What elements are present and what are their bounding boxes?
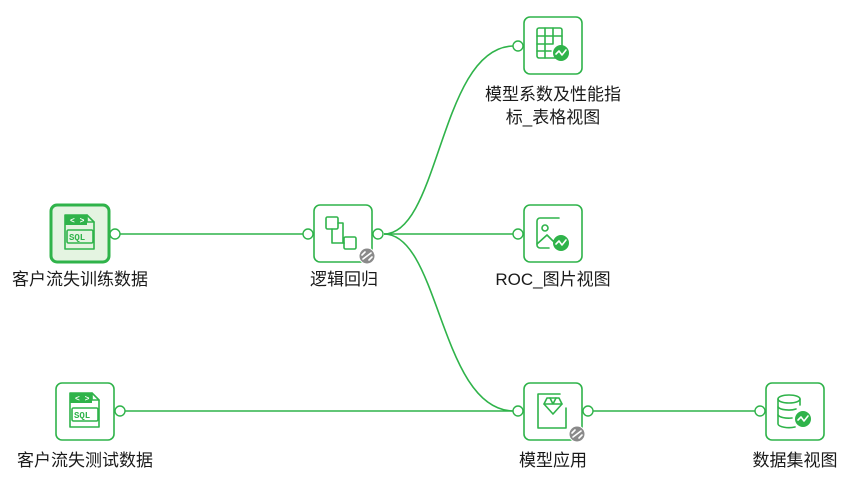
node-train-data-label: 客户流失训练数据 bbox=[12, 270, 148, 289]
node-test-data-label: 客户流失测试数据 bbox=[17, 451, 153, 470]
node-apply-output-port[interactable] bbox=[582, 405, 594, 417]
node-coef-table-box[interactable] bbox=[523, 16, 583, 75]
link-badge-icon bbox=[568, 425, 586, 443]
node-roc-image-box[interactable] bbox=[523, 204, 583, 263]
sql-file-icon: < > SQL bbox=[64, 214, 95, 250]
edge-logistic-to-coef-table bbox=[383, 45, 515, 235]
table-chart-icon bbox=[536, 27, 569, 61]
node-logistic-output-port[interactable] bbox=[372, 228, 384, 240]
node-test-data[interactable]: < > SQL 客户流失测试数据 bbox=[17, 382, 153, 470]
node-roc-image[interactable]: ROC_图片视图 bbox=[495, 204, 611, 289]
node-logistic-label: 逻辑回归 bbox=[310, 270, 378, 289]
database-chart-icon bbox=[777, 394, 811, 429]
node-coef-table-label-line2: 标_表格视图 bbox=[506, 108, 600, 127]
node-logistic-input-port[interactable] bbox=[302, 228, 314, 240]
node-dataset-view-input-port[interactable] bbox=[754, 405, 766, 417]
svg-text:< >: < > bbox=[75, 395, 90, 404]
edges bbox=[119, 45, 756, 412]
svg-text:SQL: SQL bbox=[74, 411, 90, 421]
image-chart-icon bbox=[536, 217, 569, 251]
node-train-data-output-port[interactable] bbox=[109, 228, 121, 240]
node-coef-table[interactable]: 模型系数及性能指 标_表格视图 bbox=[485, 16, 621, 127]
edge-logistic-to-apply bbox=[383, 233, 515, 412]
link-badge-icon bbox=[358, 247, 376, 265]
node-train-data[interactable]: < > SQL 客户流失训练数据 bbox=[12, 203, 148, 289]
sql-file-icon: < > SQL bbox=[69, 392, 100, 428]
node-roc-image-label: ROC_图片视图 bbox=[495, 270, 610, 289]
node-dataset-view[interactable]: 数据集视图 bbox=[753, 382, 838, 470]
node-coef-table-input-port[interactable] bbox=[512, 40, 524, 52]
flowchart-icon bbox=[325, 216, 357, 250]
node-apply-input-port[interactable] bbox=[512, 405, 524, 417]
node-apply-label: 模型应用 bbox=[519, 451, 587, 470]
node-dataset-view-label: 数据集视图 bbox=[753, 451, 838, 470]
node-logistic[interactable]: 逻辑回归 bbox=[302, 204, 384, 289]
node-apply[interactable]: 模型应用 bbox=[512, 382, 594, 470]
svg-text:< >: < > bbox=[70, 217, 85, 226]
diamond-model-icon bbox=[537, 393, 567, 429]
node-test-data-output-port[interactable] bbox=[114, 405, 126, 417]
node-roc-image-input-port[interactable] bbox=[512, 228, 524, 240]
node-coef-table-label-line1: 模型系数及性能指 bbox=[485, 85, 621, 104]
svg-text:SQL: SQL bbox=[69, 233, 85, 243]
node-dataset-view-box[interactable] bbox=[765, 382, 825, 441]
